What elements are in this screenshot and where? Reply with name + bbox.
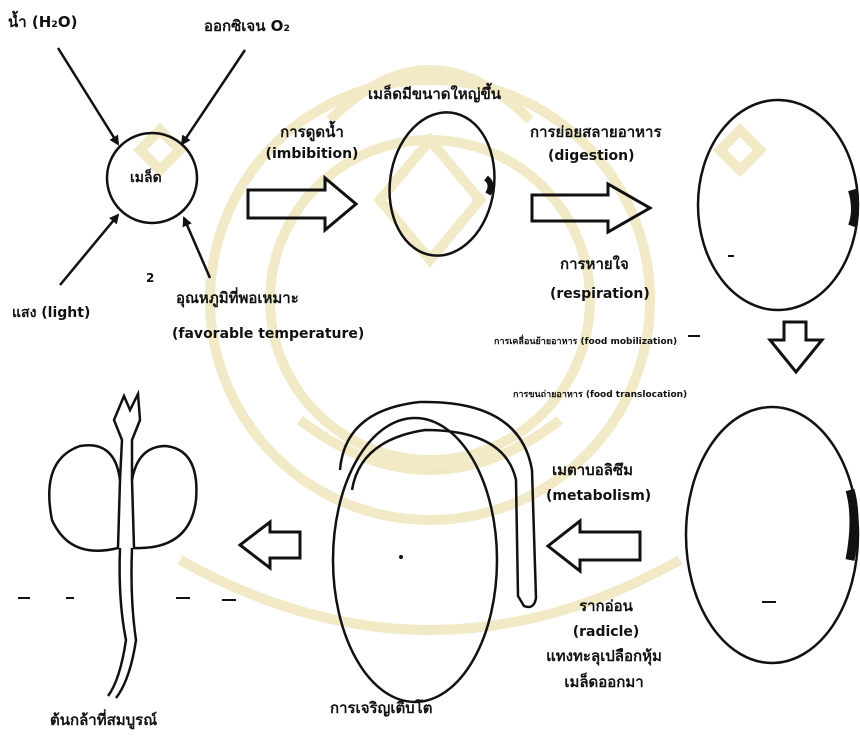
seedling-caption: ต้นกล้าที่สมบูรณ์ [50, 712, 157, 729]
oxygen-arrow [182, 50, 245, 144]
radicle-label-th: รากอ่อน [546, 598, 666, 615]
light-label: แสง (light) [12, 305, 90, 321]
large-seed-hilum [852, 190, 855, 226]
watermark-seal [140, 70, 760, 630]
seedling-drawing [49, 394, 196, 698]
temperature-arrow [184, 218, 210, 278]
metabolism-arrow [548, 521, 640, 571]
metabolism-label-en: (metabolism) [546, 488, 651, 504]
temperature-label-th: อุณหภูมิที่พอเหมาะ [176, 290, 299, 307]
growth-caption: การเจริญเติบโต [330, 700, 433, 717]
digestion-label-th: การย่อยสลายอาหาร [530, 124, 662, 141]
seedling-arrow [240, 522, 300, 568]
stray-mark: 2 [146, 272, 154, 286]
swell-caption: เมล็ดมีขนาดใหญ่ขึ้น [368, 86, 501, 103]
water-label: น้ำ (H₂O) [8, 14, 78, 31]
water-arrow [58, 48, 118, 144]
respiration-label-th: การหายใจ [560, 256, 629, 273]
seedling-left-cotyledon [49, 445, 120, 551]
seedling-right-cotyledon [132, 446, 196, 548]
seed-label: เมล็ด [130, 170, 162, 186]
imbibition-label-th: การดูดน้ำ [252, 124, 372, 141]
radicle-desc-2: เมล็ดออกมา [524, 674, 684, 691]
metabolism-label-th: เมตาบอลิซึม [552, 462, 633, 479]
respiration-label-en: (respiration) [550, 286, 650, 302]
oxygen-label: ออกซิเจน O₂ [204, 18, 290, 35]
mobilization-arrow [770, 322, 822, 372]
stray-dashes [18, 256, 734, 600]
radicle-desc-1: แทงทะลุเปลือกหุ้ม [524, 648, 684, 665]
mobilization-label: การเคลื่อนย้ายอาหาร (food mobilization) [494, 337, 677, 347]
digestion-label-en: (digestion) [548, 148, 635, 164]
temperature-label-en: (favorable temperature) [172, 326, 364, 342]
light-arrow [60, 215, 118, 285]
radicle-seed-hilum [850, 490, 854, 560]
swollen-seed-hilum [486, 178, 491, 194]
translocation-label: การขนถ่ายอาหาร (food translocation) [513, 390, 687, 400]
radicle-label-en: (radicle) [546, 624, 666, 640]
growth-seed-dot [399, 555, 403, 559]
seedling-stem [108, 548, 136, 698]
large-seed [698, 100, 858, 310]
imbibition-label-en: (imbibition) [252, 146, 372, 162]
radicle-seed [686, 407, 858, 663]
